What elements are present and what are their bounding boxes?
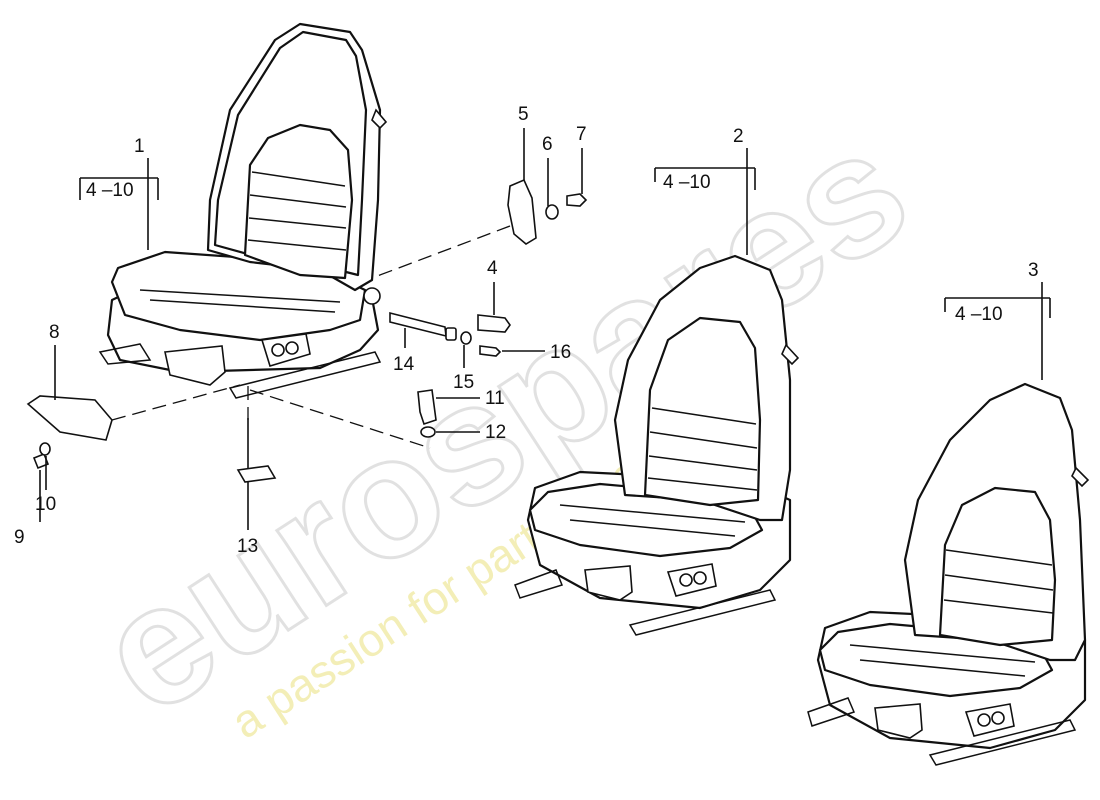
part-4-bolt	[477, 314, 511, 333]
part-7-bolt	[566, 193, 588, 207]
callout-1: 1	[134, 136, 145, 157]
seat-3	[807, 382, 1090, 766]
part-6-washer	[545, 204, 559, 220]
part-10-washer	[39, 442, 51, 456]
callout-range-1: 4 –10	[86, 180, 134, 201]
callout-8: 8	[49, 322, 60, 343]
callouts: 1 4 –10 2 4 –10 3 4 –10 4 5 6 7 8 9 10 1…	[14, 104, 1039, 557]
callout-10: 10	[35, 494, 56, 515]
part-13-plate	[236, 465, 277, 483]
part-8-trim	[26, 395, 113, 441]
callout-6: 6	[542, 134, 553, 155]
part-5-cover	[507, 178, 537, 245]
part-12-washer	[420, 426, 436, 438]
seat-1	[98, 22, 388, 399]
callout-range-2: 4 –10	[663, 172, 711, 193]
callout-range-3: 4 –10	[955, 304, 1003, 325]
small-parts	[26, 178, 588, 483]
callout-4: 4	[487, 258, 498, 279]
part-9-screw	[32, 452, 50, 470]
part-16-screw	[479, 345, 502, 357]
callout-13: 13	[237, 536, 258, 557]
callout-12: 12	[485, 422, 506, 443]
part-15-washer	[460, 331, 472, 345]
callout-3: 3	[1028, 260, 1039, 281]
callout-7: 7	[576, 124, 587, 145]
seat-2	[514, 254, 800, 636]
part-14-rod-end	[445, 327, 457, 341]
callout-15: 15	[453, 372, 474, 393]
callout-14: 14	[393, 354, 415, 375]
callout-16: 16	[550, 342, 571, 363]
callout-9: 9	[14, 527, 25, 548]
callout-5: 5	[518, 104, 529, 125]
callout-2: 2	[733, 126, 744, 147]
part-14-rod	[389, 311, 447, 338]
part-11-bushing	[417, 389, 437, 426]
leader-lines	[39, 128, 1051, 530]
callout-11: 11	[485, 388, 505, 409]
